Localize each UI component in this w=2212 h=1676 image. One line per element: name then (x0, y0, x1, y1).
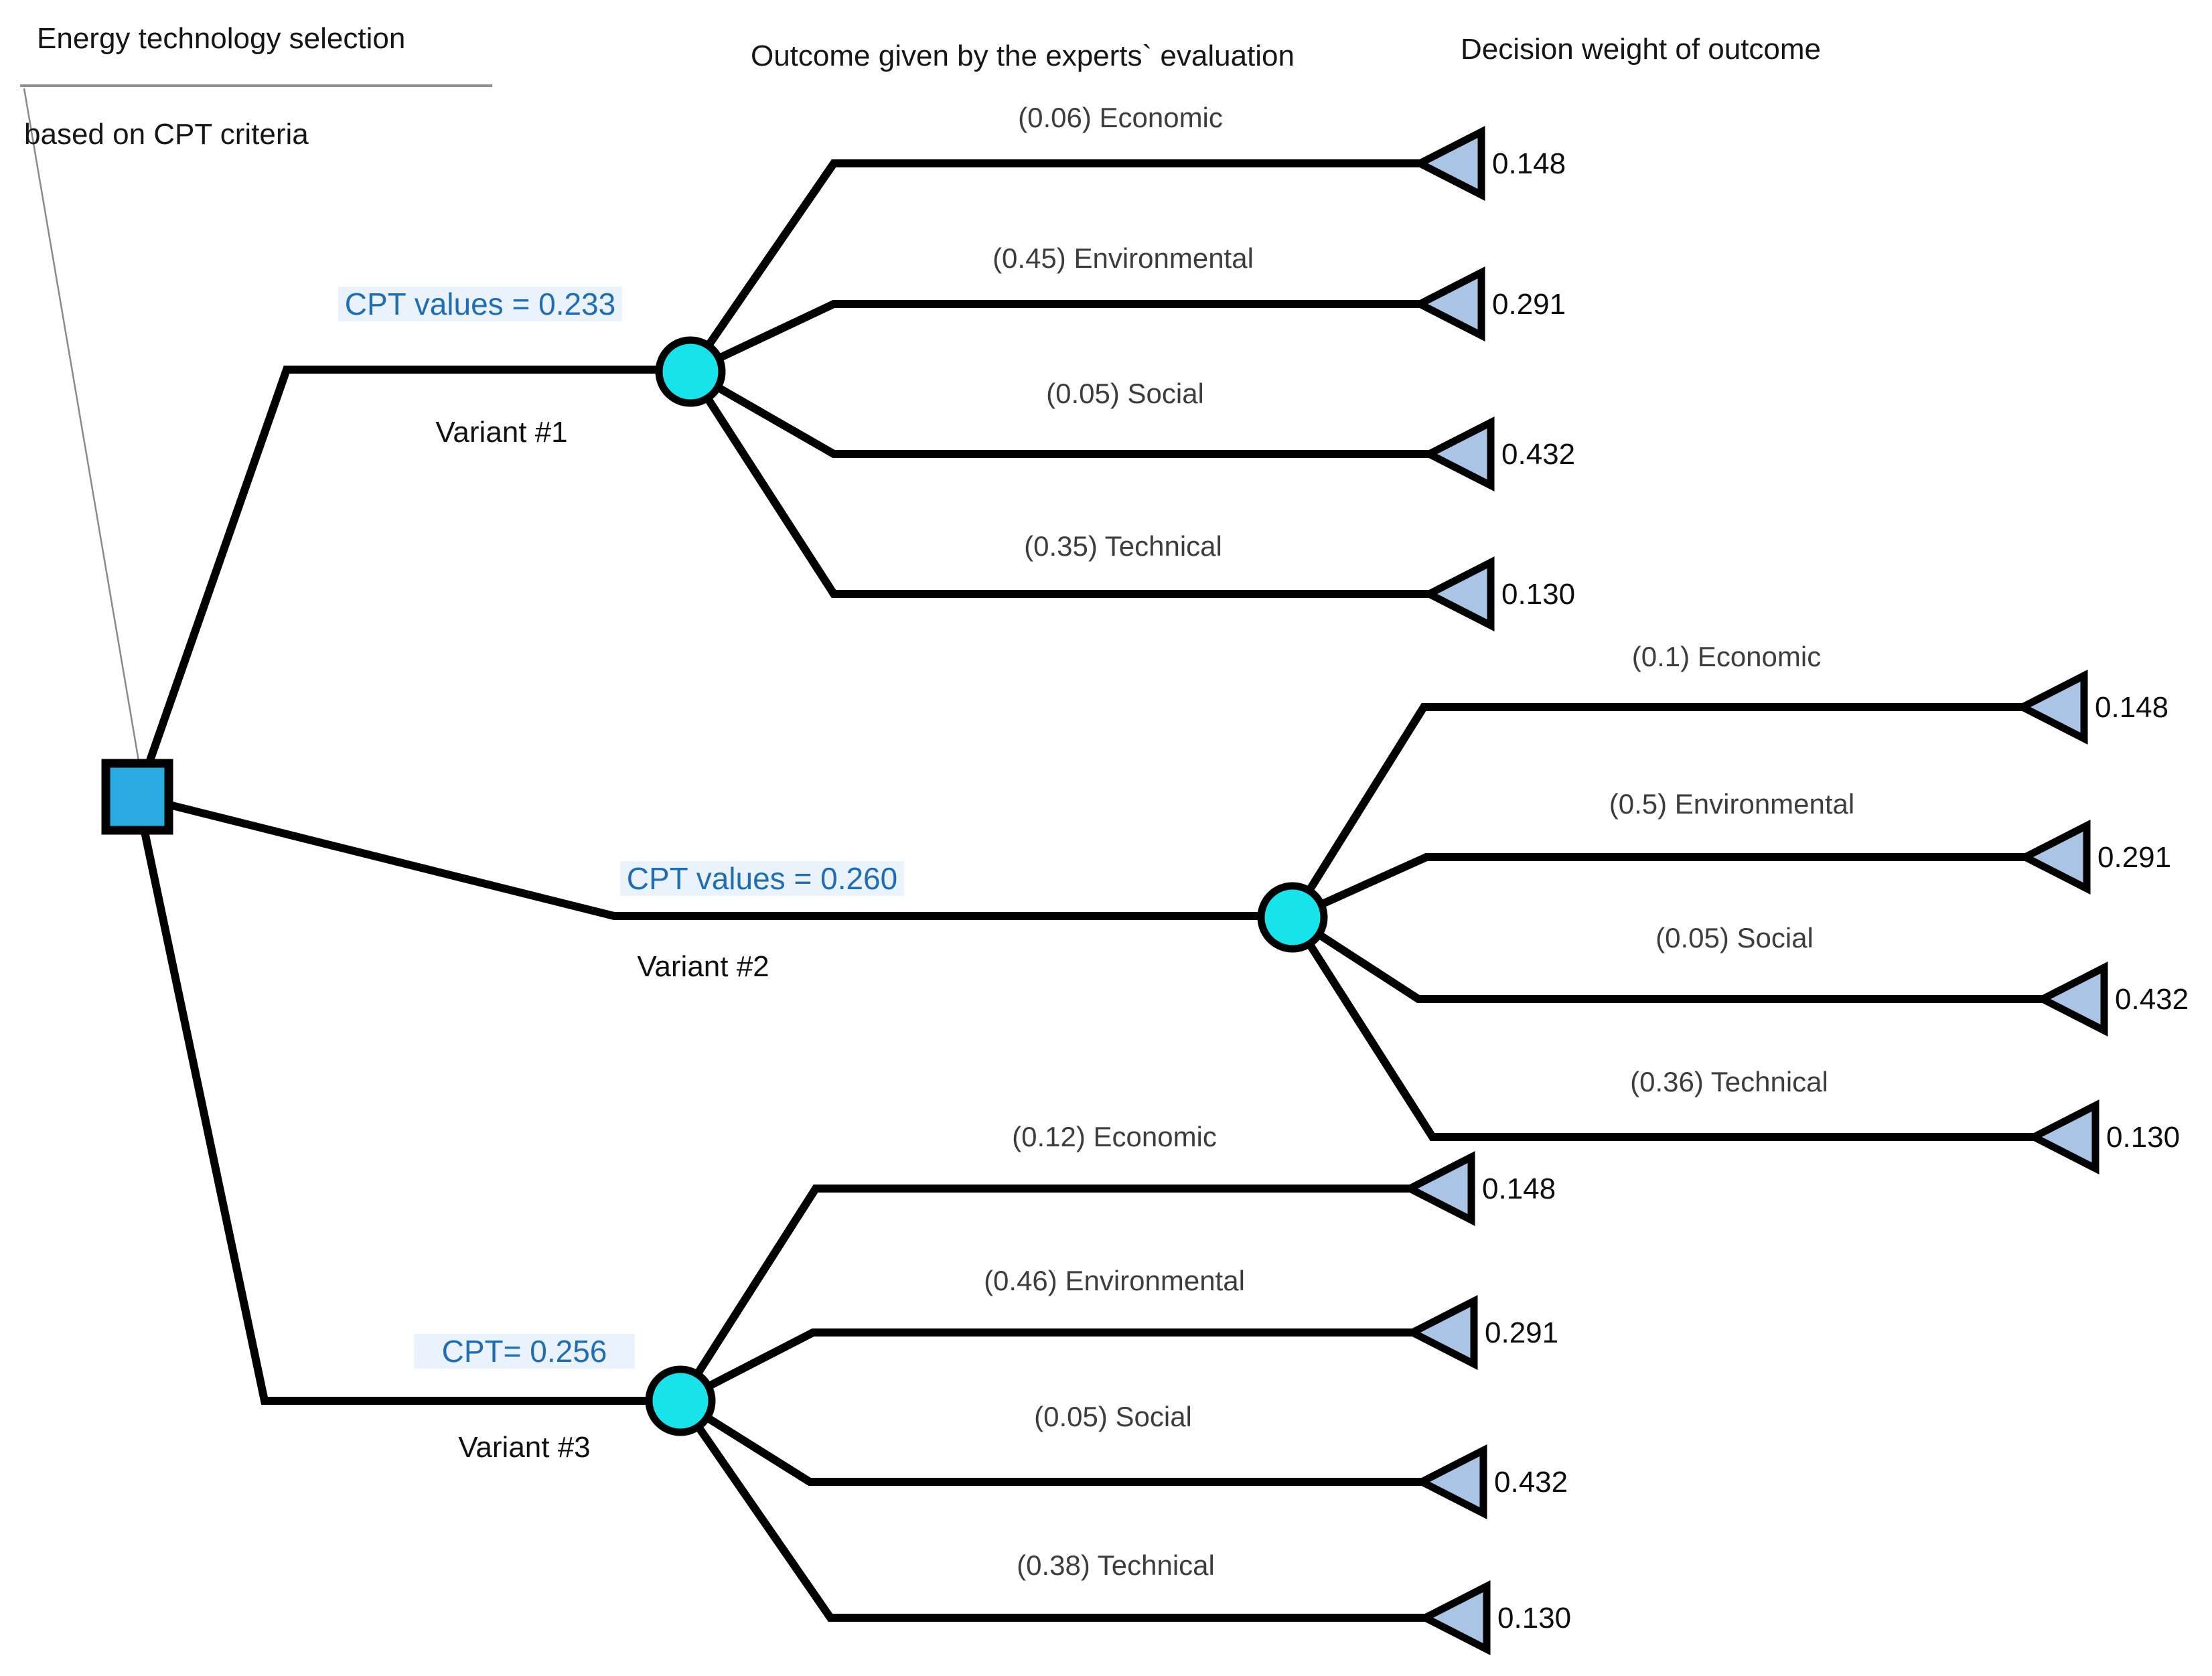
branch-label-v2-technical: (0.36) Technical (1630, 1066, 1828, 1097)
edge-variant-2-environmental (1291, 853, 2025, 921)
branch-label-v3-environmental: (0.46) Environmental (984, 1265, 1245, 1296)
end-node-triangle-v2-social (2034, 962, 2108, 1037)
title-pointer-line (23, 88, 140, 761)
branch-label-v2-economic: (0.1) Economic (1632, 641, 1821, 672)
branch-label-v2-social: (0.05) Social (1655, 922, 1814, 954)
edge-variant-3-economic (676, 1185, 1410, 1403)
branch-weight-v2-technical: 0.130 (2106, 1121, 2180, 1154)
end-node-triangle-v1-environmental (1411, 266, 1485, 341)
variant-3-name: Variant #3 (458, 1431, 590, 1464)
edge-root-to-variant-1 (133, 366, 690, 798)
branch-label-v3-economic: (0.12) Economic (1012, 1121, 1217, 1152)
variant-1-name: Variant #1 (435, 416, 567, 449)
chance-node-variant-3 (645, 1365, 716, 1436)
decision-node-square (101, 759, 173, 835)
edge-variant-1-economic (687, 159, 1420, 374)
branch-weight-v1-technical: 0.130 (1501, 578, 1575, 611)
branch-weight-v3-environmental: 0.291 (1485, 1316, 1558, 1349)
edge-variant-1-environmental (688, 300, 1420, 376)
cpt-value-variant-3: CPT= 0.256 (442, 1334, 607, 1369)
title-line-1: Energy technology selection (37, 22, 405, 55)
end-node-triangle-v3-social (1413, 1444, 1487, 1519)
title-line-2: based on CPT criteria (24, 118, 309, 151)
edge-variant-3-technical (677, 1398, 1425, 1622)
branch-weight-v3-social: 0.432 (1494, 1466, 1568, 1499)
header-outcome-column: Outcome given by the experts` evaluation (751, 40, 1295, 72)
end-node-triangle-v2-technical (2025, 1099, 2099, 1174)
cpt-highlight-v2 (620, 861, 904, 896)
edge-variant-2-social (1290, 913, 2043, 1003)
branch-weight-v3-economic: 0.148 (1482, 1172, 1556, 1205)
branch-label-v1-social: (0.05) Social (1046, 378, 1204, 409)
branch-weight-v2-social: 0.432 (2115, 983, 2189, 1016)
edge-variant-1-social (688, 368, 1429, 458)
edge-variant-2-technical (1288, 915, 2034, 1141)
branch-weight-v2-economic: 0.148 (2095, 691, 2168, 724)
branch-label-v3-technical: (0.38) Technical (1017, 1549, 1215, 1581)
edge-variant-1-technical (686, 369, 1429, 598)
end-node-triangle-v3-economic (1401, 1151, 1475, 1226)
end-node-triangle-v3-technical (1416, 1580, 1491, 1655)
cpt-highlight-v3 (414, 1334, 635, 1369)
end-node-triangle-v2-environmental (2016, 820, 2091, 895)
branch-weight-v1-environmental: 0.291 (1492, 288, 1566, 321)
chance-node-variant-2 (1257, 882, 1328, 953)
branch-weight-v2-environmental: 0.291 (2097, 841, 2171, 874)
branch-label-v1-technical: (0.35) Technical (1024, 530, 1222, 562)
edge-variant-3-social (678, 1397, 1422, 1486)
edge-variant-2-economic (1288, 703, 2022, 920)
edge-variant-3-environmental (678, 1328, 1412, 1405)
end-node-triangle-v1-social (1420, 416, 1495, 491)
branch-label-v2-environmental: (0.5) Environmental (1609, 788, 1855, 820)
edge-root-to-variant-2 (136, 793, 1293, 920)
end-node-triangle-v2-economic (2014, 670, 2088, 745)
cpt-highlight-v1 (338, 287, 622, 321)
cpt-value-variant-1: CPT values = 0.233 (345, 287, 615, 321)
edge-root-to-variant-3 (133, 795, 680, 1405)
branch-weight-v3-technical: 0.130 (1497, 1602, 1571, 1634)
end-node-triangle-v1-technical (1420, 556, 1495, 631)
variant-2-name: Variant #2 (637, 950, 769, 983)
header-weight-column: Decision weight of outcome (1461, 33, 1821, 66)
cpt-value-variant-2: CPT values = 0.260 (627, 861, 897, 896)
branch-weight-v1-economic: 0.148 (1492, 147, 1566, 180)
branch-label-v1-economic: (0.06) Economic (1018, 102, 1223, 133)
end-node-triangle-v1-economic (1411, 126, 1485, 201)
branch-weight-v1-social: 0.432 (1501, 438, 1575, 471)
branch-label-v3-social: (0.05) Social (1034, 1401, 1192, 1432)
chance-node-variant-1 (655, 336, 726, 407)
branch-label-v1-environmental: (0.45) Environmental (992, 242, 1254, 274)
end-node-triangle-v3-environmental (1404, 1295, 1478, 1370)
